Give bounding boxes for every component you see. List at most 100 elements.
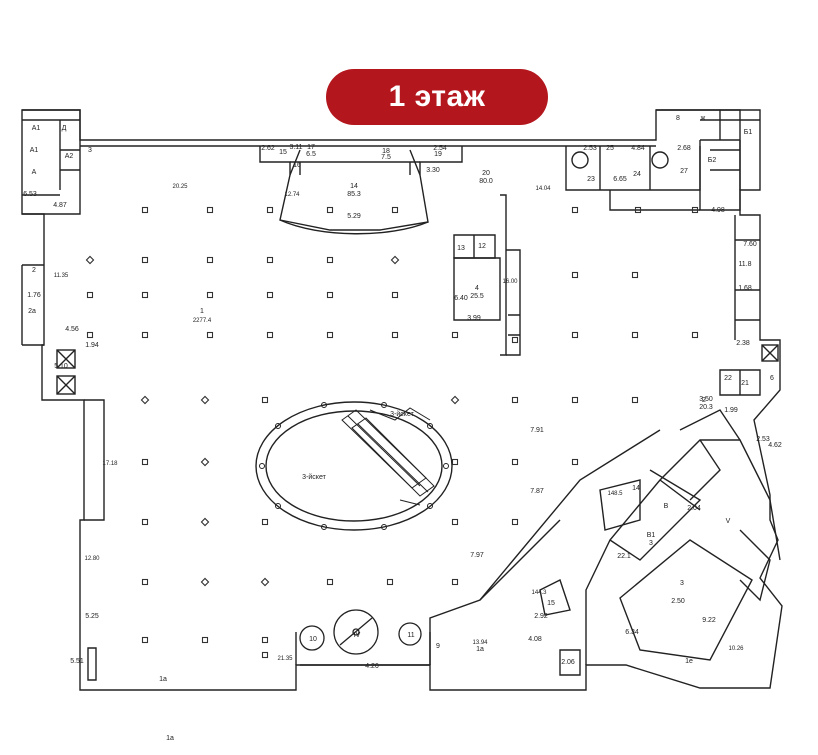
room-label: 14.04 [535,186,551,192]
room-label: Б2 [708,157,717,164]
room-label: 4.84 [631,145,645,152]
room-label: 12.80 [84,556,100,562]
room-label: 1.68 [738,285,752,292]
room-label: 7.91 [530,427,544,434]
column [141,518,149,526]
column [266,206,274,214]
column [141,636,149,644]
column [571,206,579,214]
room-label: 20.3 [699,404,713,411]
room-label: 24 [633,171,641,178]
column [141,331,149,339]
room-label: 1.94 [85,342,99,349]
column [390,255,400,265]
room-label: 3.11 [289,144,302,151]
room-label: 2.54 [433,145,447,152]
room-label: 7.87 [530,488,544,495]
room-label: 1a [476,646,484,653]
column [200,577,210,587]
room-label: 12 [478,243,486,250]
column [391,331,399,339]
room-label: 1.76 [27,292,41,299]
room-label: 1a [159,676,167,683]
room-label: 20.25 [172,184,188,190]
room-label: 23 [587,176,595,183]
column [261,396,269,404]
room-label: 80.0 [479,178,493,185]
room-label: 5.51 [70,658,84,665]
room-label: 21 [741,380,749,387]
column [141,256,149,264]
column [511,336,519,344]
room-label: 27 [680,168,688,175]
room-label: 6.5 [306,151,316,158]
column [201,636,209,644]
room-label: 6.65 [613,176,627,183]
room-label: 20 [482,170,490,177]
column [141,458,149,466]
room-label: 1 [200,308,204,315]
room-label: 10.26 [728,646,744,652]
room-label: A2 [65,153,74,160]
room-label: A [32,169,37,176]
room-label: 4.62 [768,442,782,449]
room-label: 2.04 [687,505,701,512]
column [451,518,459,526]
column [631,331,639,339]
room-label: 2.92 [534,613,548,620]
room-label: 144.3 [531,590,547,596]
column [141,578,149,586]
column [141,206,149,214]
room-label: 3.30 [426,167,440,174]
room-label: 4.87 [53,202,67,209]
column [200,517,210,527]
room-label: 2.06 [561,659,575,666]
column [86,291,94,299]
column [634,206,642,214]
room-label: 4.56 [65,326,79,333]
room-label: 10 [309,636,317,643]
column [261,651,269,659]
room-label: 16 [293,162,301,169]
room-label: 25.5 [470,293,484,300]
column [691,206,699,214]
column [206,206,214,214]
room-label: 1.99 [724,407,738,414]
room-label: 3.99 [467,315,481,322]
room-label: 17 [307,144,315,151]
room-label: ж [701,115,706,122]
room-4 [453,257,501,321]
room-label: 7.60 [743,241,757,248]
room-label: 1e [685,658,693,665]
column [326,331,334,339]
room-label: 85.3 [347,191,361,198]
column [386,578,394,586]
room-label: 5.29 [347,213,361,220]
room-label: 25 [606,145,614,152]
room-label: IV [354,632,361,639]
room-label: 16.00 [502,279,518,285]
room-label: 11 [407,632,414,639]
column [266,331,274,339]
column [140,395,150,405]
escalator-label-upper: 3-йскет [390,410,414,418]
room-label: 22 [724,375,732,382]
room-label: 3 [649,540,653,547]
room-label: 8 [676,115,680,122]
escalator [341,407,435,506]
room-label: 15 [547,600,555,607]
room-label: 18 [382,148,390,155]
room-label: B [664,503,669,510]
room-label: 2.50 [671,598,685,605]
column [571,458,579,466]
column [391,206,399,214]
column [200,395,210,405]
column [261,636,269,644]
room-label: 2.68 [677,145,691,152]
column [511,518,519,526]
column [571,331,579,339]
room-label: V [726,518,731,525]
floor-title-badge: 1 этаж [326,69,548,125]
